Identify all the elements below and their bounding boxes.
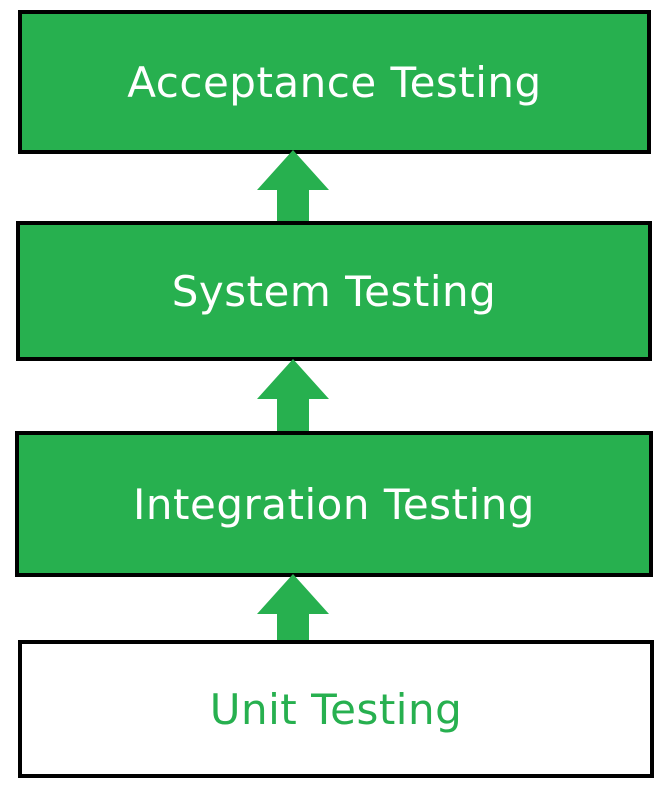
- acceptance-testing-label: Acceptance Testing: [127, 57, 542, 107]
- arrow-up-icon: [257, 359, 329, 433]
- integration-testing-label: Integration Testing: [133, 479, 535, 529]
- integration-testing-box: Integration Testing: [15, 431, 653, 577]
- arrow-shape: [257, 574, 329, 644]
- arrow-up-icon: [257, 150, 329, 225]
- arrow-up-icon: [257, 574, 329, 644]
- acceptance-testing-box: Acceptance Testing: [18, 10, 651, 154]
- system-testing-label: System Testing: [171, 266, 497, 316]
- unit-testing-label: Unit Testing: [209, 684, 463, 734]
- arrow-shape: [257, 150, 329, 225]
- unit-testing-box: Unit Testing: [18, 640, 654, 778]
- arrow-shape: [257, 359, 329, 433]
- system-testing-box: System Testing: [16, 221, 652, 361]
